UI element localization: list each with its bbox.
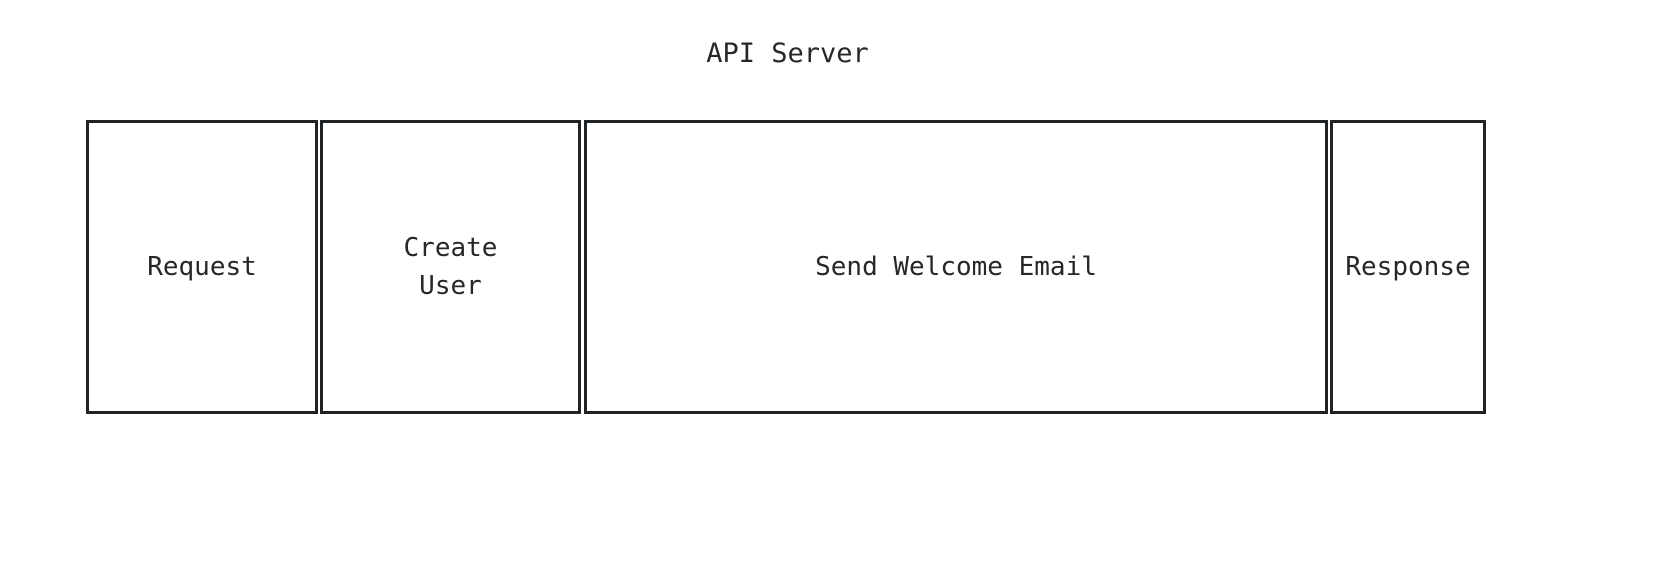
span-send-welcome-email-label: Send Welcome Email <box>815 252 1097 282</box>
span-response-label: Response <box>1345 252 1471 282</box>
span-create-user-label: Create User <box>403 233 498 301</box>
span-request[interactable]: Request <box>86 120 318 414</box>
span-request-label: Request <box>147 252 257 282</box>
span-create-user[interactable]: Create User <box>320 120 581 414</box>
span-send-welcome-email[interactable]: Send Welcome Email <box>584 120 1328 414</box>
diagram-title: API Server <box>706 38 869 69</box>
span-track: Request Create User Send Welcome Email R… <box>86 120 1486 414</box>
span-response[interactable]: Response <box>1330 120 1486 414</box>
